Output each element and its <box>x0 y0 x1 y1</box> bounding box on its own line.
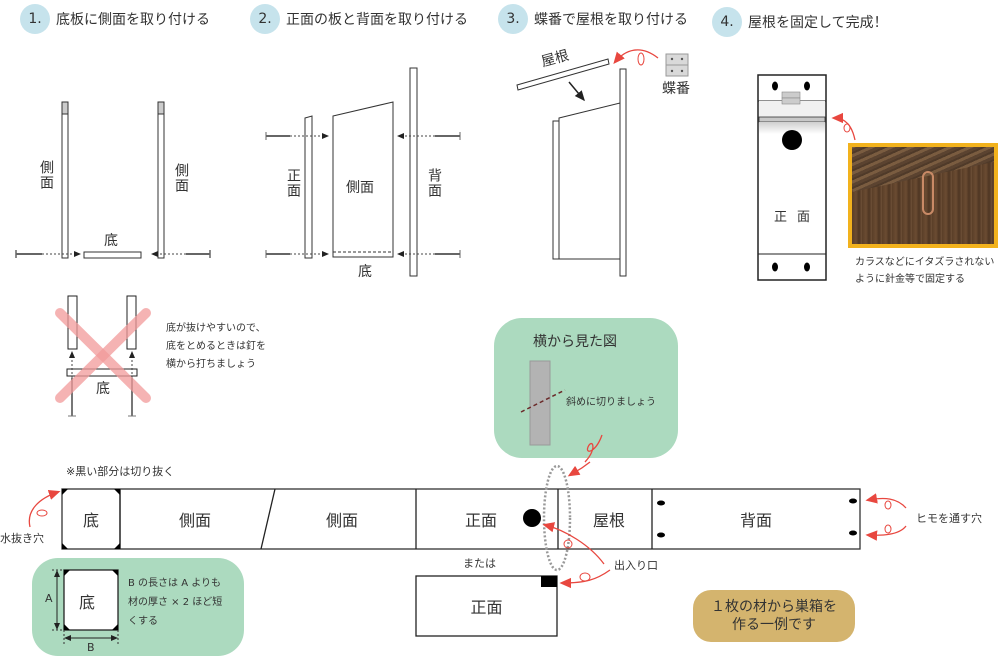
roof-fixing-photo <box>848 143 998 248</box>
bottom-detail-note: B の長さは A よりも 材の厚さ × 2 ほど短 くする <box>128 574 222 631</box>
cut-plan-note: ※黒い部分は切り抜く <box>66 465 175 478</box>
cut-plan-board <box>28 464 907 589</box>
cut-angle-highlight <box>542 464 572 572</box>
photo-caption: カラスなどにイタズラされない ように針金等で固定する <box>855 254 994 288</box>
bottom-board <box>83 251 142 259</box>
bottom-detail-drawing <box>52 569 119 644</box>
alternative-front-label: 正面 <box>470 598 503 617</box>
step-title: 屋根を固定して完成！ <box>748 15 888 31</box>
left-side-label: 側面 <box>38 160 54 190</box>
caption-line: カラスなどにイタズラされない <box>855 257 995 268</box>
step-title: 底板に側面を取り付ける <box>56 12 210 28</box>
bottom-label: 底 <box>104 233 118 249</box>
side-view-drawing <box>520 360 603 477</box>
note-line: 底が抜けやすいので、 <box>166 323 266 334</box>
summary-line: １枚の材から巣箱を <box>711 599 837 615</box>
hinge-label: 蝶番 <box>662 81 690 97</box>
front-board <box>304 115 313 259</box>
step1-drawing <box>15 101 211 259</box>
side-board-right <box>157 101 165 259</box>
piece-side-1: 側面 <box>178 511 211 530</box>
step-number-badge: 4. <box>712 7 742 37</box>
caption-line: ように針金等で固定する <box>855 274 965 285</box>
hinge-icon <box>781 91 801 105</box>
note-line: 横から打ちましょう <box>166 359 256 370</box>
hinge-icon <box>665 53 689 77</box>
side-view-bubble <box>494 318 678 458</box>
roof-board <box>516 58 610 91</box>
piece-back: 背面 <box>739 511 772 530</box>
bottom-piece-label: 底 <box>79 593 96 612</box>
dimension-a-label: A <box>45 592 53 605</box>
wire-icon <box>922 171 934 215</box>
dimension-b-label: B <box>87 641 95 654</box>
front-label: 正面 <box>285 168 301 198</box>
back-label: 背面 <box>426 168 442 198</box>
step2-drawing <box>265 67 461 277</box>
step-1-header: 1. 底板に側面を取り付ける <box>20 4 210 34</box>
wrong-example-note: 底が抜けやすいので、 底をとめるときは釘を 横から打ちましょう <box>166 320 266 374</box>
alternative-front-piece <box>415 575 558 637</box>
string-hole-label: ヒモを通す穴 <box>916 512 982 525</box>
step-number-badge: 3. <box>498 4 528 34</box>
note-line: 底をとめるときは釘を <box>166 341 266 352</box>
wrong-example-drawing <box>55 295 151 417</box>
summary-bubble: １枚の材から巣箱を 作る一例です <box>693 590 855 642</box>
side-view-note: 斜めに切りましょう <box>566 397 656 408</box>
back-board <box>409 67 418 277</box>
piece-bottom: 底 <box>82 511 99 530</box>
right-side-label: 側面 <box>173 163 189 193</box>
step-number-badge: 1. <box>20 4 50 34</box>
alternative-label: または <box>463 557 496 570</box>
step-3-header: 3. 蝶番で屋根を取り付ける <box>498 4 688 34</box>
bottom-label: 底 <box>96 381 110 397</box>
note-line: くする <box>128 616 158 627</box>
entrance-label: 出入り口 <box>614 559 658 572</box>
piece-roof: 屋根 <box>592 511 625 530</box>
front-label: 正面 <box>774 210 821 225</box>
side-panel <box>332 101 394 258</box>
drain-hole-label: 水抜き穴 <box>0 532 44 545</box>
piece-side-2: 側面 <box>325 511 358 530</box>
note-line: 材の厚さ × 2 ほど短 <box>128 597 223 608</box>
step-title: 正面の板と背面を取り付ける <box>286 12 468 28</box>
step-2-header: 2. 正面の板と背面を取り付ける <box>250 4 468 34</box>
entrance-hole <box>782 130 802 150</box>
side-label: 側面 <box>346 180 374 196</box>
summary-line: 作る一例です <box>732 617 816 633</box>
side-board-left <box>61 101 69 259</box>
step4-drawing <box>757 74 856 281</box>
side-view-title: 横から見た図 <box>533 334 617 350</box>
step-title: 蝶番で屋根を取り付ける <box>534 12 688 28</box>
note-line: B の長さは A よりも <box>128 578 222 589</box>
piece-front: 正面 <box>464 511 497 530</box>
bottom-label: 底 <box>358 264 372 280</box>
step3-drawing <box>516 49 689 277</box>
step-number-badge: 2. <box>250 4 280 34</box>
step-4-header: 4. 屋根を固定して完成！ <box>712 7 888 37</box>
